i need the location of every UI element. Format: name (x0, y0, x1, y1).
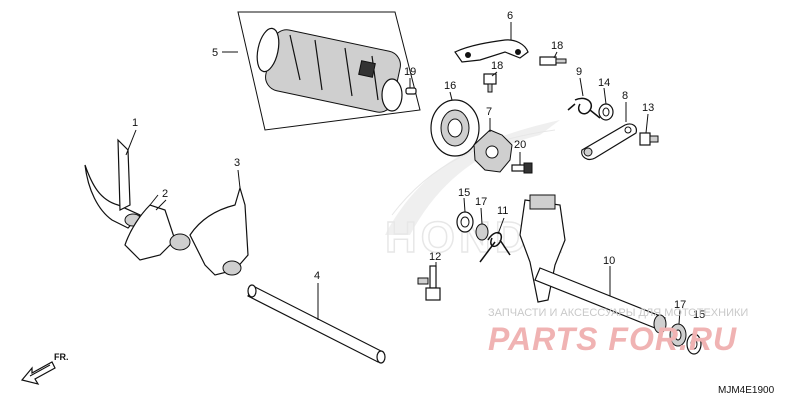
leader-lines (125, 22, 681, 325)
part-15-washer-upper (456, 211, 474, 233)
part-18-bolt-lower (483, 73, 497, 93)
callout-15-upper: 15 (458, 187, 470, 199)
callout-4: 4 (314, 270, 320, 282)
callout-8: 8 (622, 90, 628, 102)
callout-18-lower: 18 (491, 60, 503, 72)
part-13-bolt (639, 132, 659, 146)
callout-3: 3 (234, 157, 240, 169)
callout-2: 2 (162, 188, 168, 200)
part-16-bearing (430, 99, 480, 157)
callout-11: 11 (497, 205, 508, 217)
callout-16: 16 (444, 80, 456, 92)
part-10-gearshift-spindle (519, 194, 667, 334)
front-arrow-icon (20, 361, 56, 385)
callout-12: 12 (429, 251, 441, 263)
callout-13: 13 (642, 102, 654, 114)
callout-1: 1 (132, 117, 138, 129)
callout-5: 5 (212, 47, 218, 59)
callout-labels: 1 2 3 4 5 6 7 8 9 10 11 12 13 14 15 15 1… (132, 10, 705, 321)
callout-19: 19 (404, 66, 416, 78)
callout-6: 6 (507, 10, 513, 22)
part-15-washer-lower (686, 333, 702, 355)
front-direction-label: FR. (54, 352, 69, 362)
part-18-bolt-upper (539, 56, 567, 66)
part-11-spring (479, 231, 511, 263)
callout-17-upper: 17 (475, 196, 487, 208)
part-7-star-plate (473, 129, 513, 173)
callout-15-lower: 15 (693, 309, 705, 321)
part-3-shift-fork (189, 185, 249, 276)
callout-18-upper: 18 (551, 40, 563, 52)
callout-20: 20 (514, 139, 526, 151)
callout-10: 10 (603, 255, 615, 267)
part-2-shift-fork (124, 194, 191, 261)
part-12-bolt (417, 265, 441, 301)
part-9-spring (567, 97, 601, 119)
part-5-shift-drum (237, 11, 421, 131)
part-1-shift-fork (84, 138, 142, 229)
callout-17-lower: 17 (674, 299, 686, 311)
callout-14: 14 (598, 77, 610, 89)
front-direction-indicator: FR. (20, 352, 69, 385)
watermark-brand: PARTS FOR.RU (488, 321, 737, 357)
callout-7: 7 (486, 106, 492, 118)
diagram-code: MJM4E1900 (718, 385, 775, 396)
callout-9: 9 (576, 66, 582, 78)
part-14-washer (598, 103, 614, 121)
part-17-seal-lower (669, 323, 687, 347)
part-4-fork-shaft (247, 284, 386, 364)
part-17-seal-upper (475, 223, 489, 241)
watermark-tagline: ЗАПЧАСТИ И АКСЕССУАРЫ ДЛЯ МОТОТЕХНИКИ (488, 307, 748, 319)
part-8-stopper-arm (581, 123, 637, 161)
watermark: ЗАПЧАСТИ И АКСЕССУАРЫ ДЛЯ МОТОТЕХНИКИ PA… (488, 307, 748, 357)
part-19-pin (405, 87, 417, 95)
part-6-stopper-plate (454, 39, 529, 63)
part-20-bolt (511, 162, 533, 174)
